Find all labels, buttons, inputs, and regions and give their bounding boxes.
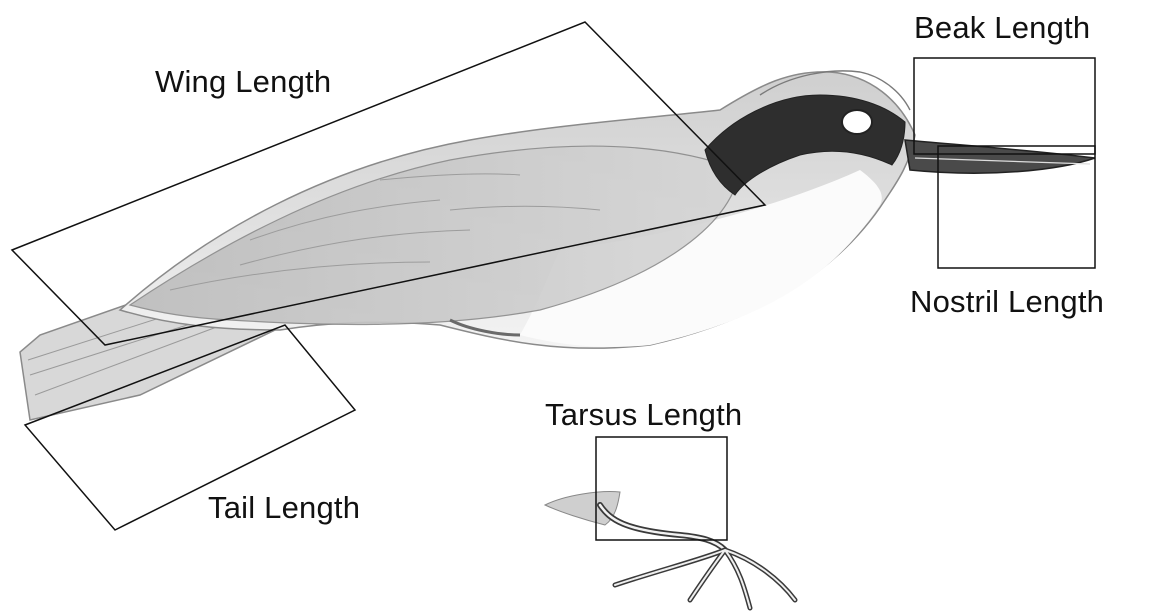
wing-length-label: Wing Length [155,66,331,97]
beak-length-label: Beak Length [914,12,1090,43]
bird-sketch-icon [20,71,1095,420]
tarsus-bone-highlight [600,505,725,550]
tarsus-length-label: Tarsus Length [545,399,742,430]
beak-length-box [914,58,1095,154]
bird-eye [842,110,872,134]
foot-feathers [545,492,620,525]
nostril-length-label: Nostril Length [910,286,1104,317]
bird-foot-sketch-icon [545,492,795,608]
tarsus-bone [600,505,725,550]
tarsus-length-box [596,437,727,540]
tail-length-label: Tail Length [208,492,360,523]
bird-beak [905,140,1095,173]
